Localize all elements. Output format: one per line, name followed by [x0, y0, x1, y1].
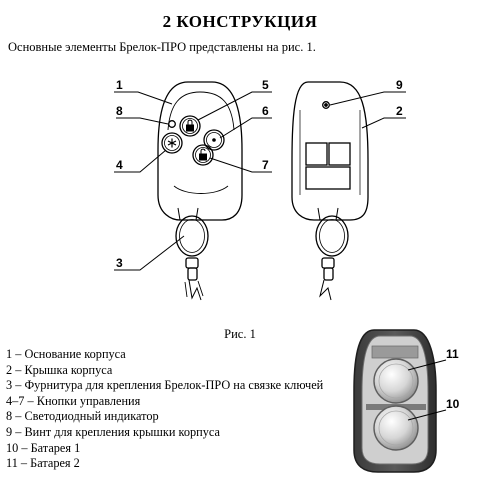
front-body-outline	[157, 81, 243, 221]
leader-11	[407, 359, 447, 371]
callout-7: 7	[262, 158, 269, 172]
callout-8: 8	[116, 104, 123, 118]
leader-10	[407, 409, 447, 421]
front-body-panel	[167, 91, 235, 131]
leader-9	[329, 91, 406, 106]
battery-2	[373, 358, 419, 404]
window-top-left	[305, 142, 328, 166]
callout-1: 1	[116, 78, 123, 92]
callout-3: 3	[116, 256, 123, 270]
leader-lines	[114, 91, 406, 271]
keyfob-back-view	[291, 81, 369, 301]
legend-item: 3 – Фурнитура для крепления Брелок-ПРО н…	[6, 378, 324, 393]
button-6-dot	[203, 129, 225, 151]
leader-3	[114, 235, 185, 271]
back-key-ring	[315, 215, 349, 257]
leader-8	[116, 117, 169, 125]
legend-item: 9 – Винт для крепления крышки корпуса	[6, 424, 220, 439]
leader-4	[114, 149, 167, 173]
callout-10: 10	[446, 397, 460, 411]
dot-icon	[212, 138, 216, 142]
callout-9: 9	[396, 78, 403, 92]
legend-list: 1 – Основание корпуса 2 – Крышка корпуса…	[6, 347, 323, 472]
screw	[322, 101, 330, 109]
legend-item: 1 – Основание корпуса	[6, 347, 126, 361]
callout-11: 11	[446, 347, 459, 361]
intro-text: Основные элементы Брелок-ПРО представлен…	[8, 40, 316, 54]
callout-5: 5	[262, 78, 269, 92]
leader-6	[219, 117, 272, 139]
window-bottom	[305, 166, 351, 190]
battery-1	[373, 405, 419, 451]
front-key-ring	[175, 215, 209, 257]
callout-2: 2	[396, 104, 403, 118]
keyfob-front-view	[157, 81, 243, 301]
callout-6: 6	[262, 104, 269, 118]
legend-item: 4–7 – Кнопки управления	[6, 393, 141, 408]
asterisk-icon	[167, 138, 177, 148]
button-5-lock	[179, 115, 201, 137]
leader-5	[197, 91, 272, 121]
figure-caption: Рис. 1	[224, 327, 256, 341]
legend-item: 11 – Батарея 2	[6, 456, 80, 471]
lock-closed-icon	[186, 119, 194, 132]
section-heading: 2 КОНСТРУКЦИЯ	[162, 12, 318, 31]
legend-item: 2 – Крышка корпуса	[6, 362, 113, 377]
back-body-outline	[291, 81, 369, 221]
leader-2	[361, 117, 406, 129]
button-7-unlock	[192, 144, 214, 166]
legend-item: 8 – Светодиодный индикатор	[6, 409, 159, 424]
led-indicator	[168, 120, 176, 128]
callout-4: 4	[116, 158, 123, 172]
lock-open-icon	[199, 148, 207, 161]
leader-7	[209, 157, 272, 173]
button-4-asterisk	[161, 132, 183, 154]
legend-item: 10 – Батарея 1	[6, 440, 81, 455]
leader-1	[114, 91, 173, 105]
window-top-right	[328, 142, 351, 166]
